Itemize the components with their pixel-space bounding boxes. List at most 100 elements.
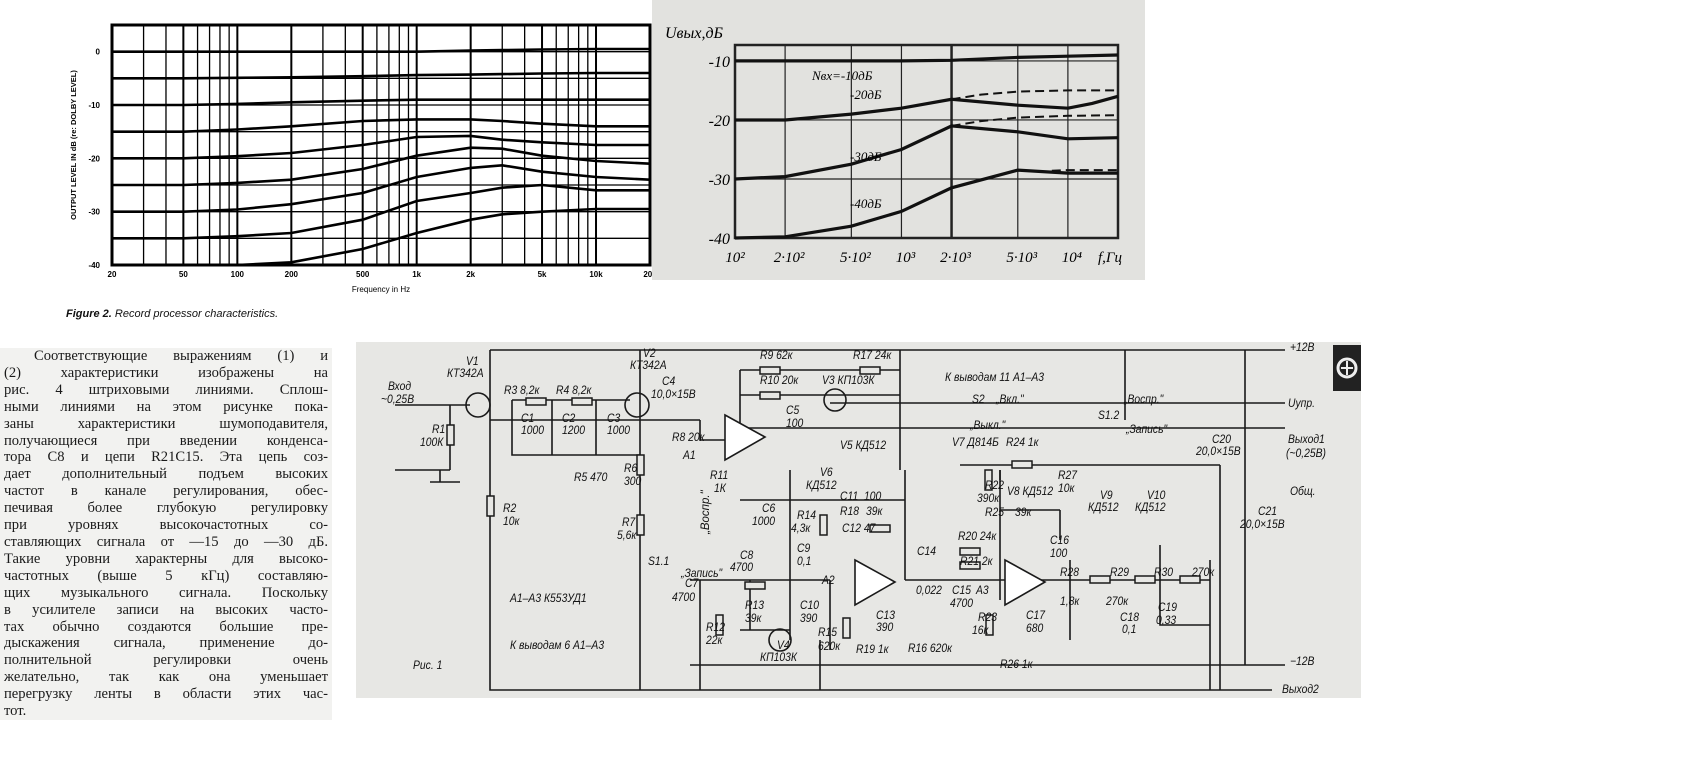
text-line: полнительной регулировки очень	[4, 652, 328, 669]
schematic-label: R26 1к	[1000, 659, 1033, 671]
schematic-label: 39к	[1015, 507, 1032, 519]
schematic-label: C5	[786, 405, 800, 417]
series-line	[112, 207, 650, 267]
schematic-label: R9 62к	[760, 350, 793, 362]
schematic-label: R18	[840, 506, 859, 518]
text-line: перегрузку ленты в области этих час-	[4, 686, 328, 703]
schematic-wires	[395, 349, 1285, 691]
schematic-label: Вход	[388, 381, 412, 393]
schematic-label: 10,0×15В	[651, 389, 696, 401]
x-tick-label: 500	[356, 270, 370, 279]
text-line: рис. 4 штриховыми линиями. Сплош-	[4, 381, 328, 398]
series-line	[112, 71, 650, 80]
schematic-label: C18	[1120, 612, 1139, 624]
schematic-label: 300	[624, 476, 642, 488]
schematic-label: C17	[1026, 610, 1045, 622]
text-line: желательно, так как она уменьшает	[4, 669, 328, 686]
x-tick-label: 2k	[466, 270, 475, 279]
logo-emblem-icon	[1336, 357, 1358, 379]
schematic-label: 5,6к	[617, 530, 637, 542]
schematic-label: V9	[1100, 490, 1113, 502]
y-tick-label: -30	[88, 208, 100, 217]
figure-caption: Figure 2. Record processor characteristi…	[66, 308, 278, 320]
schematic-label: R7	[622, 517, 636, 529]
schematic-label: КП103К	[760, 652, 797, 664]
schematic-label: V10	[1147, 490, 1166, 502]
schematic-label: R28	[1060, 567, 1079, 579]
schematic-label: „Вкл."	[996, 394, 1024, 406]
schematic-label: R21 2к	[960, 556, 993, 568]
schematic-label: R30	[1154, 567, 1173, 579]
y-tick-label: -20	[88, 154, 100, 163]
schematic-label: КТ342А	[447, 368, 484, 380]
series-line	[735, 53, 1119, 63]
schematic-label: R1	[432, 424, 446, 436]
text-line: частотных (выше 5 кГц) составляю-	[4, 567, 328, 584]
schematic-label: C20	[1212, 434, 1231, 446]
series-line	[951, 89, 1118, 101]
y-tick-label: -30	[709, 172, 730, 189]
schematic-label: „Воспр."	[700, 490, 712, 534]
schematic-label: Общ.	[1290, 486, 1316, 498]
schematic-label: C11	[840, 491, 859, 503]
schematic-label: A1	[683, 450, 696, 462]
schematic-label: ~0,25В	[381, 394, 415, 406]
series-line	[734, 168, 1118, 240]
schematic-label: 1К	[714, 483, 726, 495]
y-tick-label: -10	[709, 54, 730, 71]
x-tick-label: 2·10³	[940, 250, 971, 266]
schematic-label: C15	[952, 585, 971, 597]
schematic-label: R5 470	[574, 472, 608, 484]
text-line: Соответствующие выражениям (1) и	[34, 348, 328, 364]
schematic-label: „Воспр."	[1124, 394, 1164, 406]
text-line: получающиеся при введении конденса-	[4, 432, 328, 449]
x-tick-label: 10³	[896, 250, 916, 266]
schematic-label: 39к	[745, 613, 762, 625]
schematic-label: 16к	[972, 625, 989, 637]
schematic-label: Рис. 1	[413, 660, 443, 672]
x-tick-label: 100	[231, 270, 245, 279]
schematic-label: R22	[985, 480, 1004, 492]
schematic-label: 1,8к	[1060, 596, 1080, 608]
x-tick-label: 20k	[643, 270, 655, 279]
schematic-label: 620к	[818, 641, 841, 653]
schematic-label: 4700	[950, 598, 974, 610]
schematic-label: R15	[818, 627, 837, 639]
schematic-label: R23	[978, 612, 997, 624]
x-tick-label: 2·10²	[774, 250, 805, 266]
schematic-label: 1200	[562, 425, 586, 437]
schematic-label: C19	[1158, 602, 1177, 614]
series-line	[734, 124, 1119, 181]
curve-annotation: -30дБ	[850, 149, 882, 164]
series-line	[112, 118, 650, 133]
schematic-label: −12В	[1290, 656, 1315, 668]
schematic-label: R13	[745, 600, 764, 612]
schematic-label: C10	[800, 600, 819, 612]
text-line: при уровнях высокочастотных со-	[4, 517, 328, 534]
series-line	[735, 94, 1119, 122]
schematic-label: R29	[1110, 567, 1129, 579]
schematic-label: 4,3к	[791, 523, 811, 535]
x-axis-label: Frequency in Hz	[352, 285, 410, 294]
schematic-label: 390	[800, 613, 818, 625]
schematic-label: 680	[1026, 623, 1044, 635]
schematic-label: R16 620к	[908, 643, 953, 655]
schematic-label: 22к	[706, 635, 723, 647]
x-tick-label: 20	[108, 270, 117, 279]
schematic-label: 0,33	[1156, 615, 1177, 627]
schematic-label: R20 24к	[958, 531, 997, 543]
article-text: Соответствующие выражениям (1) и(2) хара…	[0, 348, 332, 720]
schematic-label: 20,0×15В	[1240, 519, 1285, 531]
schematic-label: R10 20к	[760, 375, 799, 387]
schematic-label: S1.2	[1098, 410, 1120, 422]
schematic-label: R25	[985, 507, 1004, 519]
schematic-label: 100К	[420, 437, 444, 449]
schematic-label: S1.1	[648, 556, 670, 568]
schematic-label: A2	[822, 575, 835, 587]
schematic-label: „Выкл."	[970, 420, 1006, 432]
x-axis-label: f,Гц	[1098, 250, 1122, 266]
x-tick-label: 10⁴	[1062, 250, 1082, 266]
schematic-label: 10к	[503, 516, 520, 528]
schematic-label: 10к	[1058, 483, 1075, 495]
series-line	[1051, 169, 1118, 172]
